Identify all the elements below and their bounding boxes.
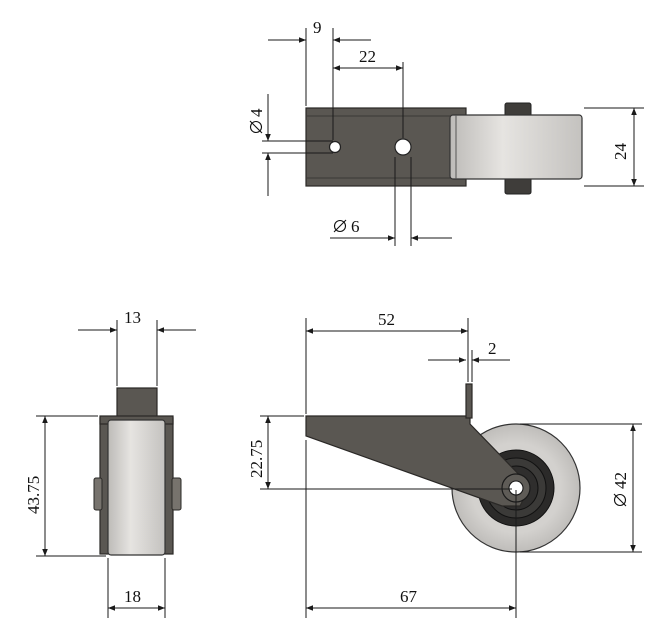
svg-text:42: 42 xyxy=(611,472,630,489)
side-wheel xyxy=(107,419,166,556)
dim-9: 9 xyxy=(313,18,322,37)
dim-22: 22 xyxy=(359,47,376,66)
top-wheel xyxy=(449,114,583,180)
dim-2: 2 xyxy=(488,339,497,358)
side-axle-nub-right xyxy=(171,477,182,511)
dim-18: 18 xyxy=(124,587,141,606)
side-view: 13 18 43.75 xyxy=(24,308,196,618)
mounting-hole-large xyxy=(394,138,412,156)
diameter-icon xyxy=(613,493,627,507)
front-bracket-lip xyxy=(465,383,473,419)
mounting-hole-small xyxy=(328,140,342,154)
diameter-icon xyxy=(249,120,263,134)
dim-phi6-label: 6 xyxy=(333,217,360,236)
top-view: 9 22 24 4 6 xyxy=(247,18,644,246)
dim-13: 13 xyxy=(124,308,141,327)
dim-43-75: 43.75 xyxy=(24,476,43,514)
front-view: 52 2 22.75 67 42 xyxy=(247,310,642,618)
dim-phi4-label: 4 xyxy=(247,108,266,134)
svg-text:6: 6 xyxy=(351,217,360,236)
dim-52: 52 xyxy=(378,310,395,329)
dim-24: 24 xyxy=(611,143,630,161)
side-axle-nub-left xyxy=(93,477,103,511)
svg-text:4: 4 xyxy=(247,108,266,117)
diameter-icon xyxy=(333,219,347,233)
dim-22-75: 22.75 xyxy=(247,440,266,478)
dim-phi42-label: 42 xyxy=(611,472,630,507)
dim-67: 67 xyxy=(400,587,418,606)
